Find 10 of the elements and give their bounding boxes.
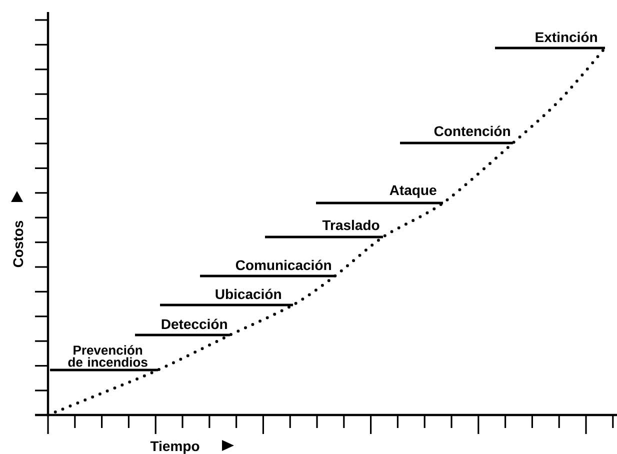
stage-label: Extinción <box>536 32 597 42</box>
stage-label: Comunicación <box>236 260 331 270</box>
stage-label: Detección <box>162 318 227 330</box>
axis-label: Tiempo <box>150 440 200 454</box>
stage-label: Traslado <box>322 220 380 230</box>
stage-label: Ataque <box>390 185 436 198</box>
stage-label: Ubicación <box>216 288 281 300</box>
stage-label: Contención <box>434 126 510 136</box>
axis-label: Costos <box>13 220 24 268</box>
stage-label: Prevención de incendios <box>68 345 148 367</box>
